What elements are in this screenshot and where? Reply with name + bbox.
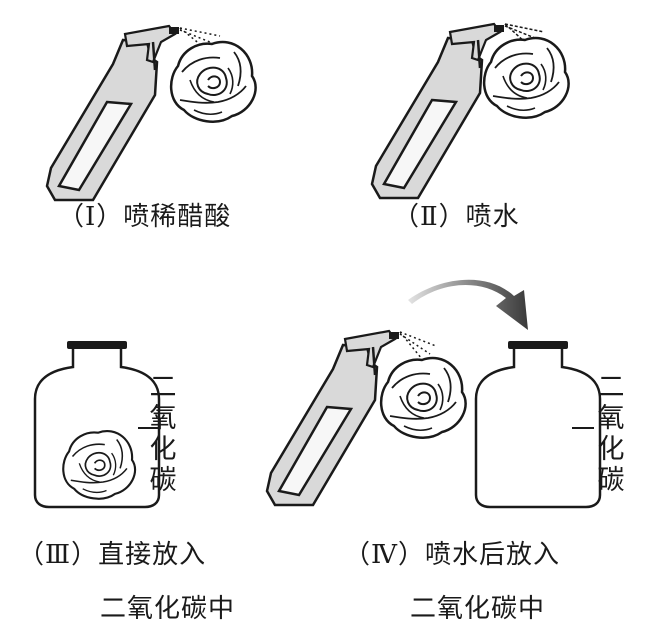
panel-2-sprayer bbox=[370, 22, 506, 200]
panel-2-flower bbox=[482, 36, 570, 119]
caption-panel-4-line2: 二氧化碳中 bbox=[410, 594, 546, 624]
jar-label-char: 氧 bbox=[149, 403, 177, 434]
jar-label-char: 二 bbox=[149, 372, 177, 403]
caption-panel-3-line2: 二氧化碳中 bbox=[100, 594, 236, 624]
panel-4-jar bbox=[474, 339, 602, 509]
panel-1-sprayer bbox=[45, 24, 181, 202]
jar-label-panel-4: 二 氧 化 碳 bbox=[596, 372, 626, 496]
panel-4-spray bbox=[399, 331, 437, 365]
curved-arrow-icon bbox=[408, 279, 528, 330]
caption-panel-3-line1: （Ⅲ）直接放入 bbox=[18, 540, 207, 570]
jar-label-char: 二 bbox=[597, 372, 625, 403]
jar-label-panel-3: 二 氧 化 碳 bbox=[148, 372, 178, 496]
caption-panel-2: （Ⅱ）喷水 bbox=[393, 202, 520, 232]
jar-label-char: 碳 bbox=[149, 465, 177, 496]
panel-1-spray bbox=[179, 27, 221, 55]
jar-label-char: 碳 bbox=[597, 465, 625, 496]
panel-3-flower bbox=[62, 429, 137, 500]
panel-4-flower bbox=[379, 356, 467, 439]
panel-1-flower bbox=[169, 40, 257, 123]
jar-label-char: 化 bbox=[597, 434, 625, 465]
jar-label-char: 氧 bbox=[597, 403, 625, 434]
caption-panel-4-line1: （Ⅳ）喷水后放入 bbox=[344, 540, 560, 570]
jar-label-char: 化 bbox=[149, 434, 177, 465]
panel-4-sprayer bbox=[265, 329, 401, 507]
caption-panel-1: （Ⅰ）喷稀醋酸 bbox=[58, 202, 232, 232]
